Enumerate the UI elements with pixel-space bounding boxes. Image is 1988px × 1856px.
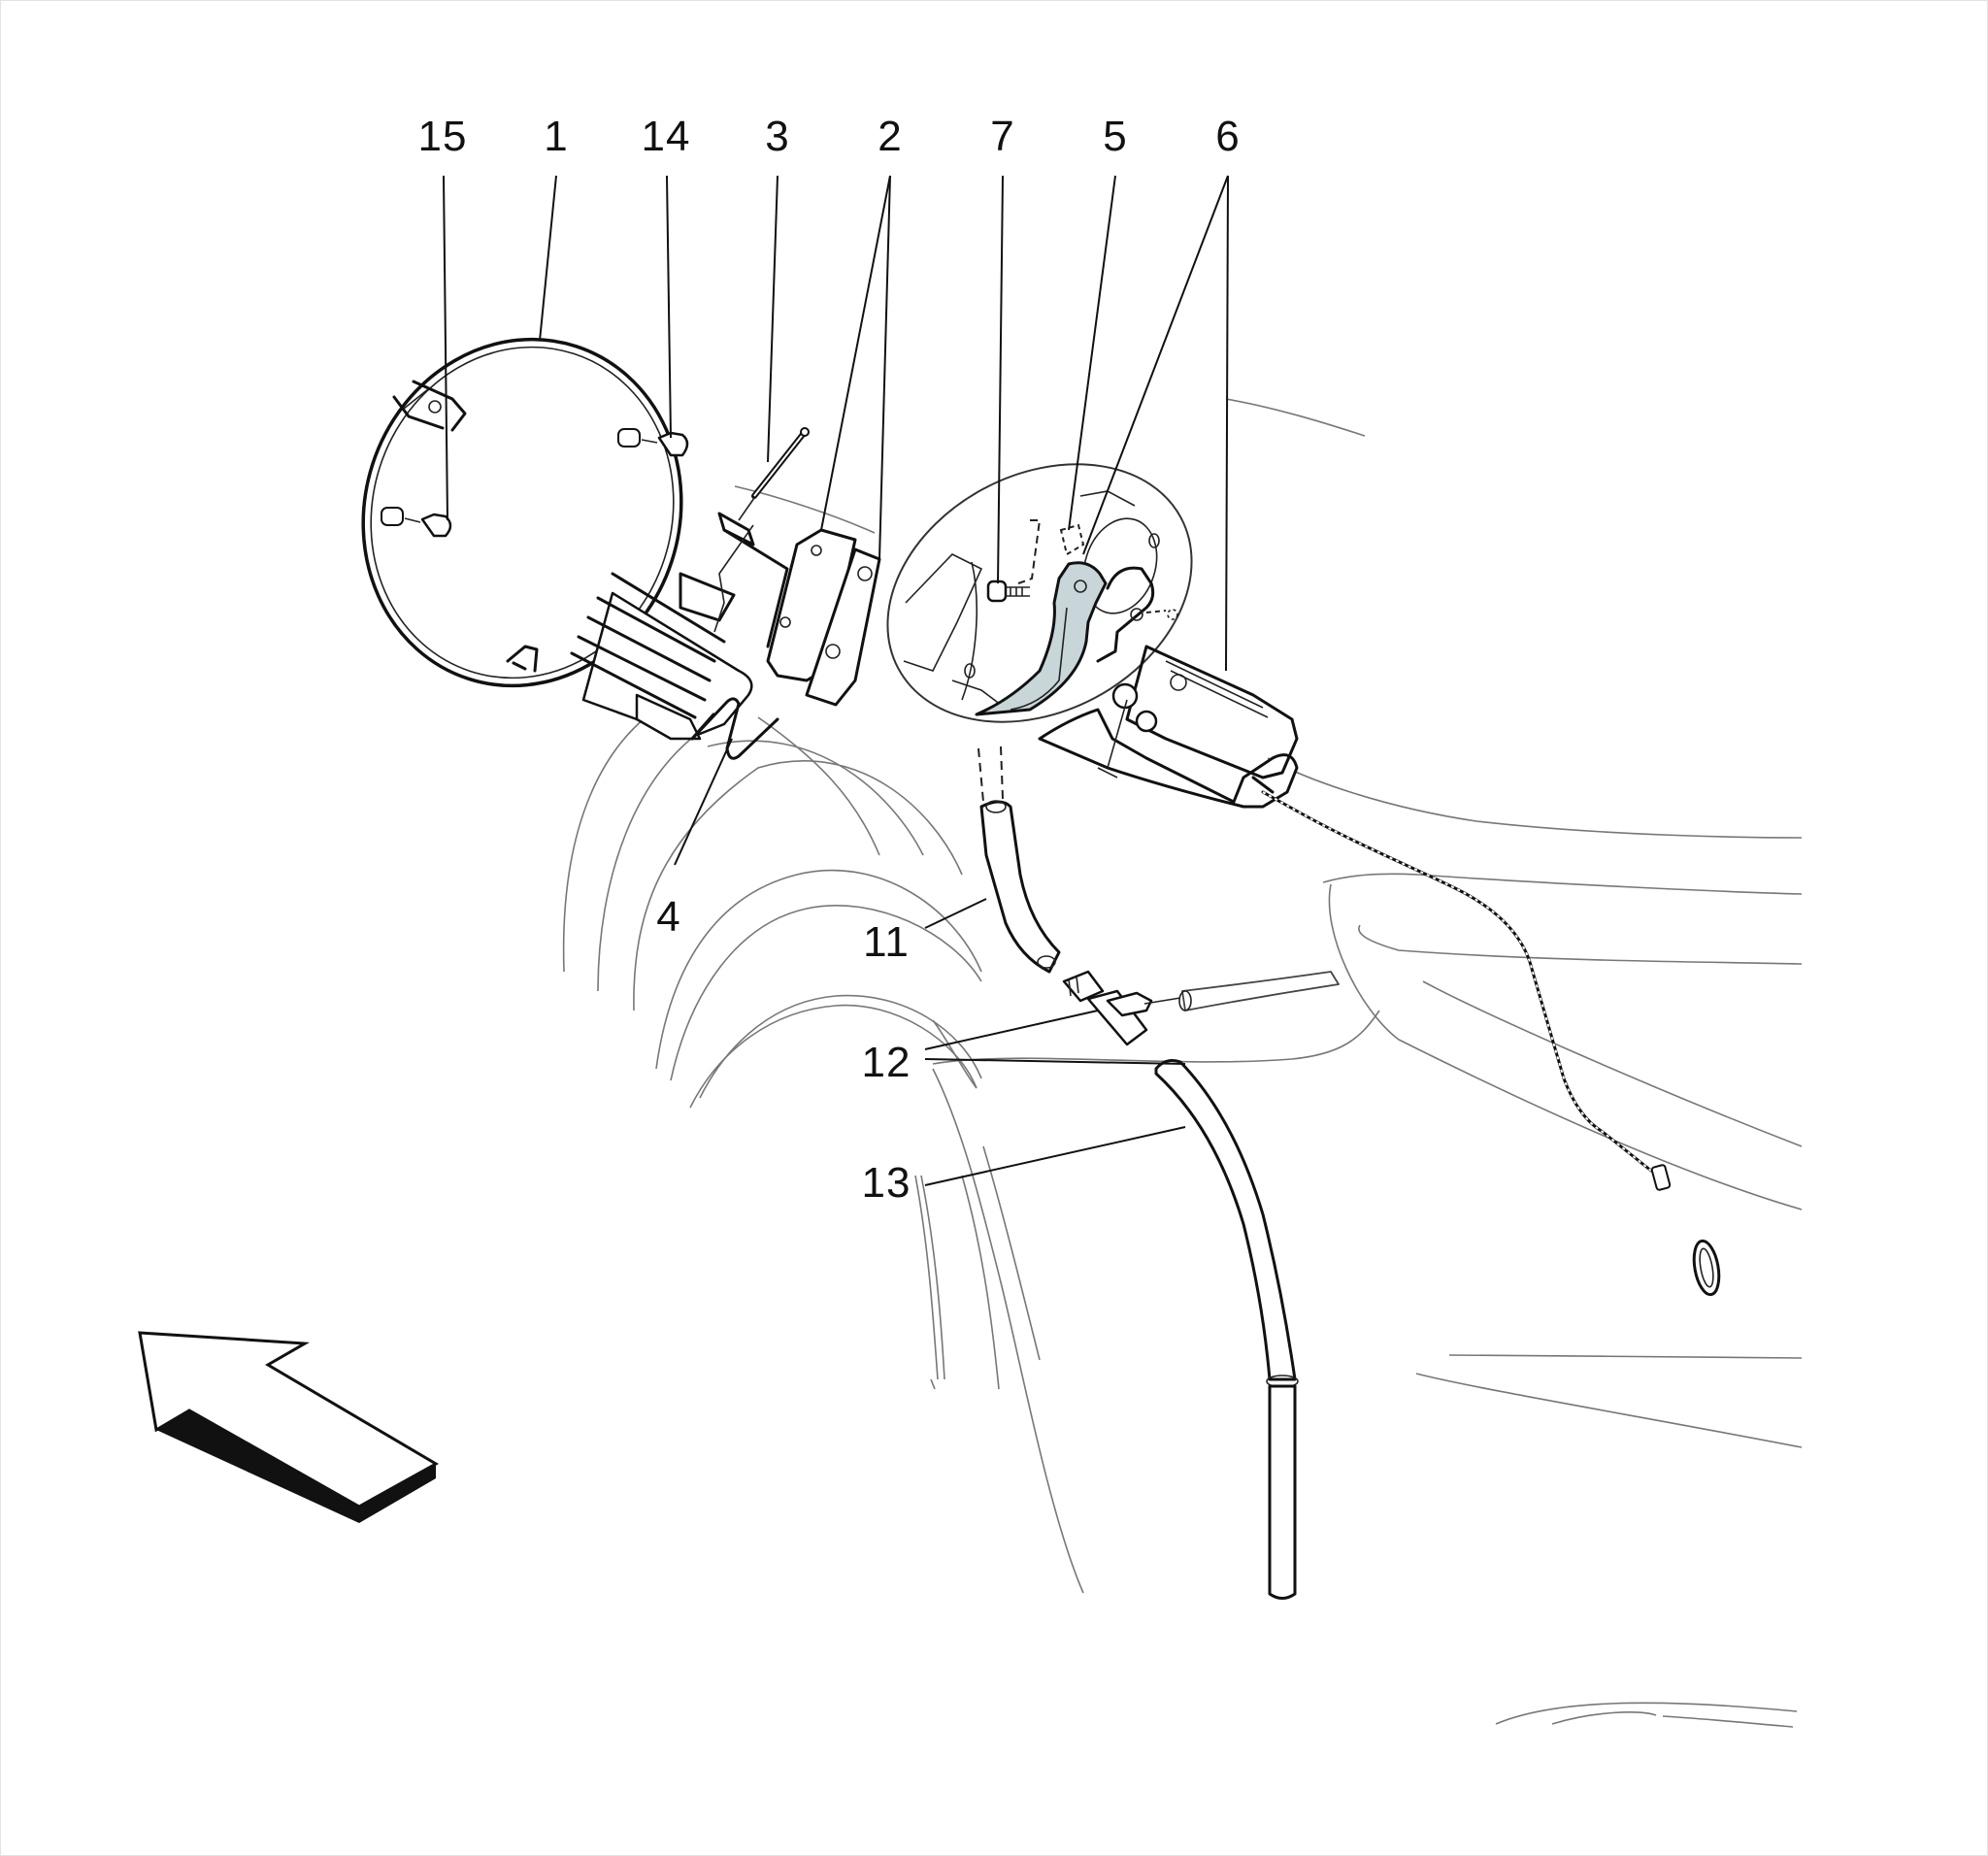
screw xyxy=(986,580,1030,603)
hinge-pin xyxy=(738,427,810,521)
bumper-stop-upper xyxy=(617,428,689,457)
hose-connectors xyxy=(1062,970,1340,1046)
callout-11: 11 xyxy=(863,918,910,966)
callout-3: 3 xyxy=(765,113,790,160)
bumper-stop-lower xyxy=(381,507,452,538)
drain-hose-upper xyxy=(977,746,1061,974)
callout-15: 15 xyxy=(417,113,468,160)
filler-housing xyxy=(886,463,1193,723)
callout-6: 6 xyxy=(1215,113,1241,160)
callout-5: 5 xyxy=(1103,113,1128,160)
callout-2: 2 xyxy=(878,113,903,160)
callout-14: 14 xyxy=(641,113,691,160)
lock-actuator xyxy=(1038,645,1721,1297)
clip-nut xyxy=(1017,519,1085,584)
callout-1: 1 xyxy=(544,113,569,160)
drain-hose-lower xyxy=(1154,1059,1299,1600)
front-of-vehicle-arrow xyxy=(138,1331,440,1523)
callout-4: 4 xyxy=(656,893,681,941)
callout-13: 13 xyxy=(861,1159,911,1207)
leader-lines xyxy=(443,175,1229,1186)
hinge-bracket xyxy=(570,512,881,741)
spring-clip xyxy=(690,697,779,760)
callout-7: 7 xyxy=(990,113,1015,160)
housing-bracket-highlight xyxy=(975,561,1178,716)
callout-12: 12 xyxy=(861,1039,911,1086)
